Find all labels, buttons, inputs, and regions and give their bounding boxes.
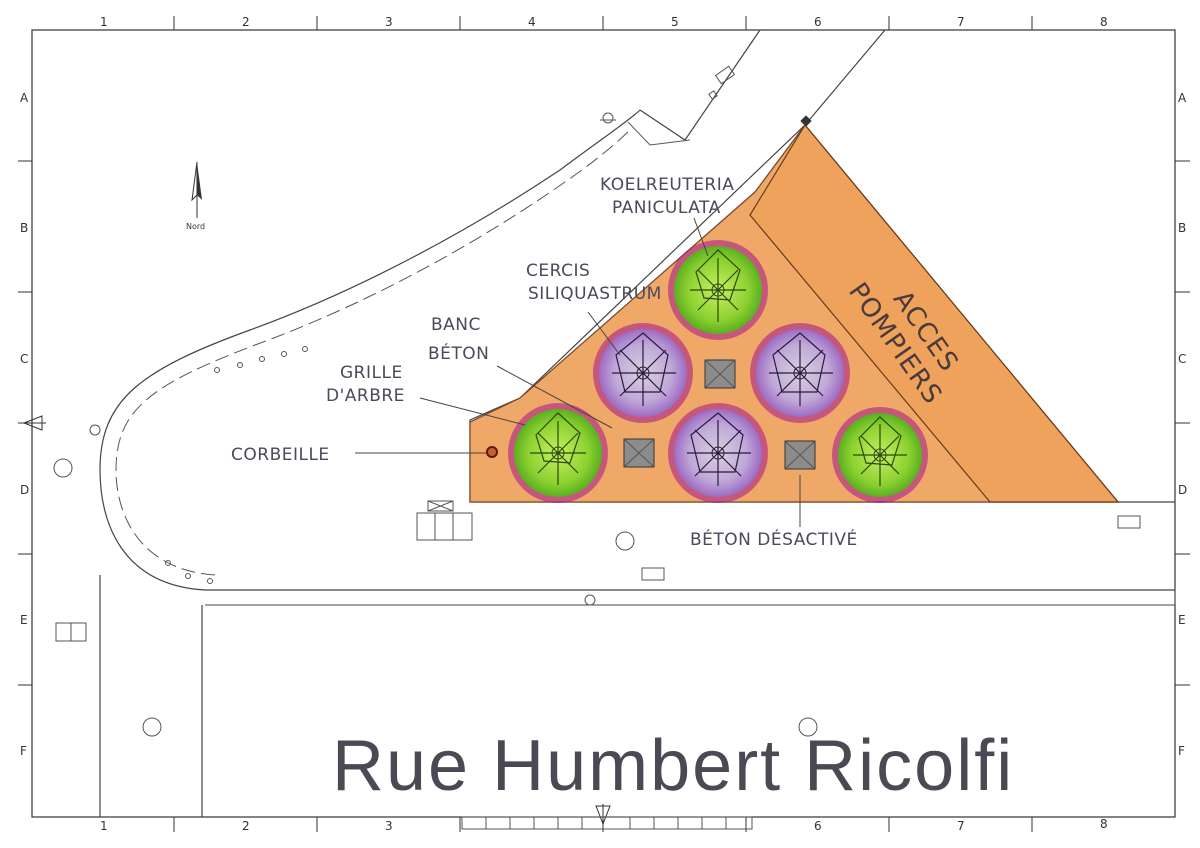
label-grille-line1: GRILLE [340, 363, 403, 383]
drain-grate-1 [641, 567, 665, 581]
grid-col-top-8: 8 [1100, 15, 1108, 29]
label-banc-line1: BANC [431, 315, 481, 335]
grid-ticks [18, 16, 1190, 832]
label-koelreuteria-line1: KOELREUTERIA [600, 175, 734, 195]
grid-col-bottom-1: 1 [100, 819, 108, 833]
grid-col-top-4: 4 [528, 15, 536, 29]
grid-col-bottom-3: 3 [385, 819, 393, 833]
street-lamp-icon [89, 112, 616, 606]
manhole-center [615, 531, 635, 551]
grid-col-bottom-6: 6 [814, 819, 822, 833]
label-grille-line2: D'ARBRE [326, 386, 405, 406]
bench-concrete [623, 438, 655, 468]
grid-row-left-d: D [20, 483, 29, 497]
tree-koelreuteria-top [668, 240, 768, 340]
grid-row-right-c: C [1178, 352, 1186, 366]
curb-corner-b [627, 121, 691, 146]
bench-concrete [704, 359, 736, 389]
crosswalk-bottom [461, 816, 753, 830]
grid-row-right-f: F [1178, 744, 1185, 758]
tree-cercis-right [750, 323, 850, 423]
fire-access-lane [749, 123, 1120, 503]
leader-lines [355, 217, 801, 527]
grid-row-right-a: A [1178, 91, 1187, 105]
label-beton-desactive: BÉTON DÉSACTIVÉ [690, 528, 858, 550]
grid-col-top-1: 1 [100, 15, 108, 29]
manhole-bottom-right [798, 717, 818, 737]
curb-curve-inner [115, 127, 633, 576]
grid-row-left-c: C [20, 352, 28, 366]
manhole-left [53, 458, 73, 478]
grid-col-bottom-2: 2 [242, 819, 250, 833]
tree-cercis-center [668, 403, 768, 503]
north-arrow-icon [191, 161, 202, 218]
drain-grate-2 [1117, 515, 1141, 529]
utility-box-left [55, 622, 87, 642]
waste-bin-icon [486, 446, 498, 458]
corner-marker [800, 115, 812, 127]
grid-row-left-a: A [20, 91, 29, 105]
grid-col-bottom-7: 7 [957, 819, 965, 833]
tree-koelreuteria-right [832, 407, 928, 503]
curb-corner-a [639, 29, 761, 141]
label-cercis-line1: CERCIS [526, 261, 590, 281]
grid-row-left-e: E [20, 613, 28, 627]
grid-row-left-f: F [20, 744, 27, 758]
label-cercis-line2: SILIQUASTRUM [528, 284, 662, 304]
street-name: Rue Humbert Ricolfi [332, 726, 1014, 806]
grid-col-top-6: 6 [814, 15, 822, 29]
bench-concrete [784, 440, 816, 470]
label-banc-line2: BÉTON [428, 342, 489, 364]
tree-koelreuteria-left [508, 403, 608, 503]
grid-row-right-d: D [1178, 483, 1187, 497]
grid-col-top-3: 3 [385, 15, 393, 29]
curb-bollards [165, 346, 308, 584]
grid-col-top-7: 7 [957, 15, 965, 29]
tree-cercis-left [593, 323, 693, 423]
grid-row-right-e: E [1178, 613, 1186, 627]
grid-col-top-2: 2 [242, 15, 250, 29]
curb-curve [99, 109, 641, 591]
pedestrian-sign-icon [708, 65, 736, 100]
grid-row-left-b: B [20, 221, 28, 235]
grid-row-right-b: B [1178, 221, 1186, 235]
manhole-bottom-left [142, 717, 162, 737]
north-label: Nord [186, 222, 205, 231]
utility-box-center [416, 500, 473, 541]
label-koelreuteria-line2: PANICULATA [612, 198, 721, 218]
label-corbeille: CORBEILLE [231, 445, 330, 465]
grid-col-bottom-8: 8 [1100, 817, 1108, 831]
grid-col-top-5: 5 [671, 15, 679, 29]
